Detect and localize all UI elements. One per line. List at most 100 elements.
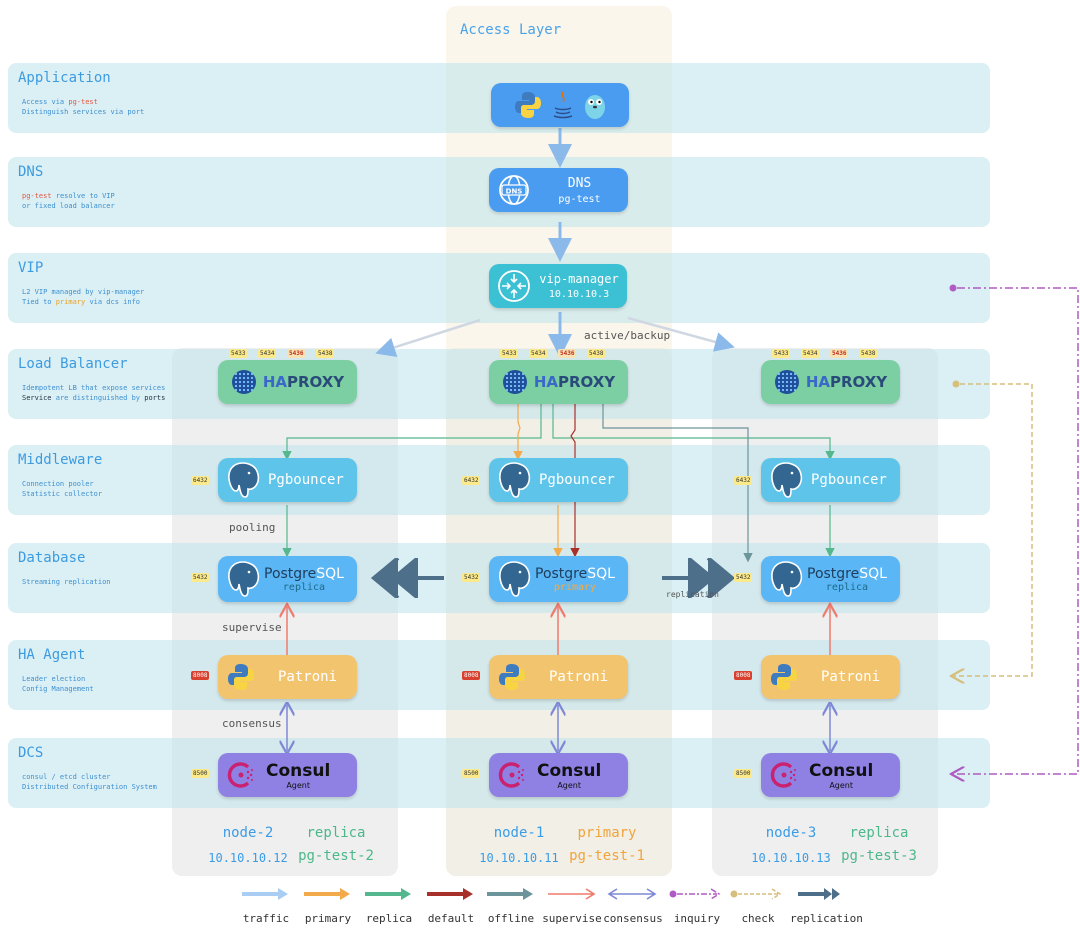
postgresql-name-postgre: Postgre: [535, 565, 588, 582]
patroni-box[interactable]: Patroni: [489, 655, 628, 699]
patroni-box[interactable]: Patroni: [218, 655, 357, 699]
patroni-port: 8008: [462, 671, 481, 680]
pgbouncer-box[interactable]: Pgbouncer: [761, 458, 900, 502]
consul-name: Consul: [809, 760, 874, 781]
legend-arrows: [242, 888, 840, 900]
patroni-label: Patroni: [821, 669, 881, 685]
layer-description: pg-test resolve to VIP or fixed load bal…: [22, 191, 115, 211]
haproxy-box[interactable]: HAPROXY: [489, 360, 628, 404]
legend-replica-label: replica: [365, 912, 413, 925]
haproxy-port-5438: 5438: [316, 349, 335, 358]
layer-description-part: primary: [55, 298, 86, 306]
consul-port: 8500: [462, 769, 481, 778]
postgresql-name: PostgreSQL: [807, 566, 887, 582]
postgresql-name: PostgreSQL: [264, 566, 344, 582]
pgbouncer-box[interactable]: Pgbouncer: [489, 458, 628, 502]
haproxy-box[interactable]: HAPROXY: [218, 360, 357, 404]
node-cluster-name: pg-test-2: [298, 848, 374, 864]
python-icon: [228, 664, 254, 690]
haproxy-port-5434: 5434: [801, 349, 820, 358]
postgres-elephant-icon: [771, 561, 803, 597]
layer-description-part: Leader election Config Management: [22, 675, 94, 693]
legend-offline-label: offline: [487, 912, 535, 925]
access-layer-title: Access Layer: [460, 22, 562, 38]
postgresql-name-sql: SQL: [587, 565, 615, 582]
layer-title: VIP: [18, 260, 44, 276]
dns-globe-icon: DNS: [499, 175, 529, 205]
postgres-elephant-icon: [228, 462, 260, 498]
layer-description-part: are distinguished by: [51, 394, 145, 402]
node-name: node-2: [222, 825, 274, 841]
svg-text:DNS: DNS: [506, 188, 523, 196]
pooling-label: pooling: [229, 521, 276, 534]
haproxy-port-5433: 5433: [500, 349, 519, 358]
patroni-label: Patroni: [278, 669, 338, 685]
node-ip: 10.10.10.13: [751, 851, 831, 865]
layer-description-part: L2 VIP managed by vip-manager Tied to: [22, 288, 145, 306]
postgres-port: 5432: [462, 573, 481, 582]
pgbouncer-port: 6432: [462, 476, 481, 485]
vip-manager-box[interactable]: vip-manager 10.10.10.3: [489, 264, 627, 308]
postgres-elephant-icon: [499, 462, 531, 498]
layer-description-part: Connection pooler Statistic collector: [22, 480, 103, 498]
postgres-port: 5432: [191, 573, 210, 582]
consul-port: 8500: [734, 769, 753, 778]
haproxy-label-proxy: PROXY: [557, 373, 616, 391]
layer-description: Leader election Config Management: [22, 674, 94, 694]
node-cluster-name: pg-test-3: [841, 848, 917, 864]
consul-port: 8500: [191, 769, 210, 778]
dns-box-title: DNS: [567, 175, 592, 191]
node-cluster-name: pg-test-1: [569, 848, 645, 864]
layer-description: L2 VIP managed by vip-manager Tied to pr…: [22, 287, 144, 307]
haproxy-label: HAPROXY: [263, 373, 344, 391]
node-role: replica: [306, 825, 366, 841]
layer-description: Idempotent LB that expose services Servi…: [22, 383, 165, 403]
haproxy-port-5433: 5433: [772, 349, 791, 358]
layer-title: Middleware: [18, 452, 103, 468]
node-role: primary: [577, 825, 637, 841]
layer-description-part: pg-test: [68, 98, 98, 106]
legend-default-arrow: [427, 888, 473, 900]
haproxy-port-5438: 5438: [587, 349, 606, 358]
haproxy-port-5436: 5436: [558, 349, 577, 358]
replication-label: replication: [666, 590, 719, 599]
legend-supervise-label: supervise: [542, 912, 602, 925]
vip-box-subtitle: 10.10.10.3: [548, 289, 610, 300]
vip-box-title: vip-manager: [539, 272, 619, 286]
node-ip: 10.10.10.12: [208, 851, 288, 865]
layer-description-part: Service: [22, 394, 52, 402]
pgbouncer-box[interactable]: Pgbouncer: [218, 458, 357, 502]
active-backup-label: active/backup: [584, 329, 671, 342]
application-box[interactable]: [491, 83, 629, 127]
node-role: replica: [849, 825, 909, 841]
layer-description: consul / etcd cluster Distributed Config…: [22, 772, 157, 792]
legend-consensus-label: consensus: [603, 912, 663, 925]
legend-inquiry-arrow: [669, 888, 721, 900]
postgresql-name-postgre: Postgre: [264, 565, 317, 582]
postgresql-name-sql: SQL: [859, 565, 887, 582]
haproxy-port-5436: 5436: [830, 349, 849, 358]
dns-box[interactable]: DNS DNS pg-test: [489, 168, 628, 212]
supervise-label: supervise: [222, 621, 282, 634]
legend-default-label: default: [427, 912, 475, 925]
pgbouncer-port: 6432: [191, 476, 210, 485]
haproxy-box[interactable]: HAPROXY: [761, 360, 900, 404]
haproxy-label-ha: HA: [262, 373, 287, 391]
haproxy-port-5433: 5433: [229, 349, 248, 358]
layer-description-part: ports: [144, 394, 166, 402]
layer-description-part: Distinguish services via port: [22, 108, 145, 116]
patroni-box[interactable]: Patroni: [761, 655, 900, 699]
legend-inquiry-label: inquiry: [673, 912, 721, 925]
haproxy-port-5434: 5434: [529, 349, 548, 358]
gopher-icon: [585, 95, 605, 119]
postgres-port: 5432: [734, 573, 753, 582]
